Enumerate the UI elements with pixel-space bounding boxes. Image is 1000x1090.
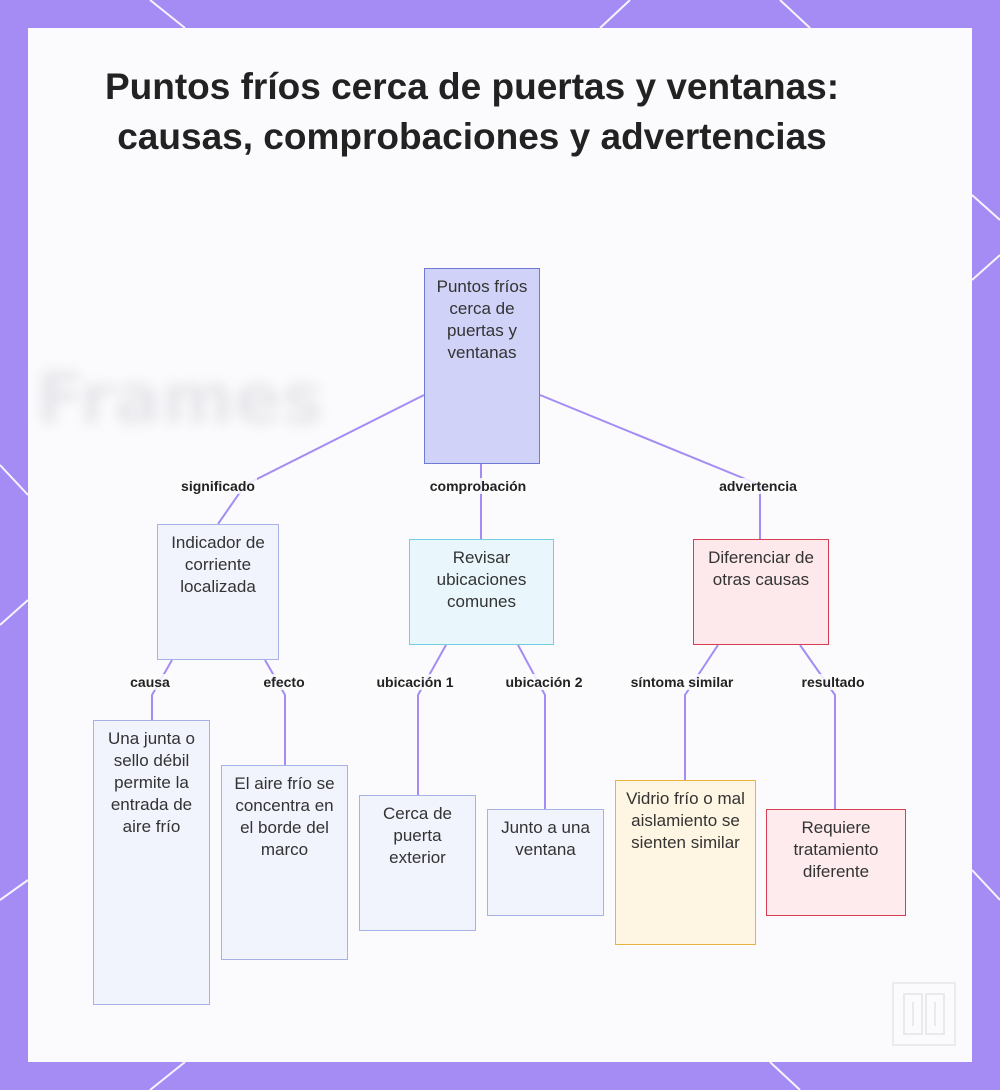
node-indicator-label: Indicador de corriente localizada	[171, 533, 265, 596]
node-differentiate-label: Diferenciar de otras causas	[708, 548, 814, 589]
node-differentiate: Diferenciar de otras causas	[693, 539, 829, 645]
link-indicator-cold-air	[264, 659, 286, 765]
node-seal-label: Una junta o sello débil permite la entra…	[108, 729, 195, 836]
node-indicator: Indicador de corriente localizada	[157, 524, 279, 660]
node-root: Puntos fríos cerca de puertas y ventanas	[424, 268, 540, 464]
link-root-indicator	[217, 394, 425, 525]
node-glass: Vidrio frío o mal aislamiento se sienten…	[615, 780, 756, 945]
node-cold-air: El aire frío se concentra en el borde de…	[221, 765, 348, 960]
link-check-door	[417, 644, 447, 795]
node-root-label: Puntos fríos cerca de puertas y ventanas	[436, 277, 528, 362]
edge-label-meaning: significado	[179, 478, 257, 494]
edge-label-effect: efecto	[261, 674, 307, 690]
node-seal: Una junta o sello débil permite la entra…	[93, 720, 210, 1005]
page-title: Puntos fríos cerca de puertas y ventanas…	[104, 66, 840, 157]
node-door-label: Cerca de puerta exterior	[383, 804, 452, 867]
edge-label-similar-symptom: síntoma similar	[628, 674, 736, 690]
link-indicator-seal	[151, 659, 173, 720]
node-window-label: Junto a una ventana	[501, 818, 590, 859]
node-check: Revisar ubicaciones comunes	[409, 539, 554, 645]
link-differentiate-glass	[684, 644, 719, 780]
node-window: Junto a una ventana	[487, 809, 604, 916]
node-glass-label: Vidrio frío o mal aislamiento se sienten…	[626, 789, 745, 852]
background-ghost-text: Frames	[36, 358, 324, 440]
link-root-differentiate	[539, 394, 761, 539]
node-cold-air-label: El aire frío se concentra en el borde de…	[234, 774, 335, 859]
edge-label-location1: ubicación 1	[374, 674, 456, 690]
node-door: Cerca de puerta exterior	[359, 795, 476, 931]
edge-label-warning: advertencia	[717, 478, 799, 494]
edge-label-result: resultado	[799, 674, 867, 690]
edge-label-cause: causa	[128, 674, 172, 690]
node-treatment: Requiere tratamiento diferente	[766, 809, 906, 916]
edge-label-location2: ubicación 2	[503, 674, 585, 690]
link-check-window	[517, 644, 546, 809]
edge-label-check: comprobación	[427, 478, 529, 494]
link-differentiate-treatment	[799, 644, 836, 809]
node-check-label: Revisar ubicaciones comunes	[436, 548, 527, 611]
watermark-icon	[892, 982, 956, 1046]
node-treatment-label: Requiere tratamiento diferente	[793, 818, 879, 881]
